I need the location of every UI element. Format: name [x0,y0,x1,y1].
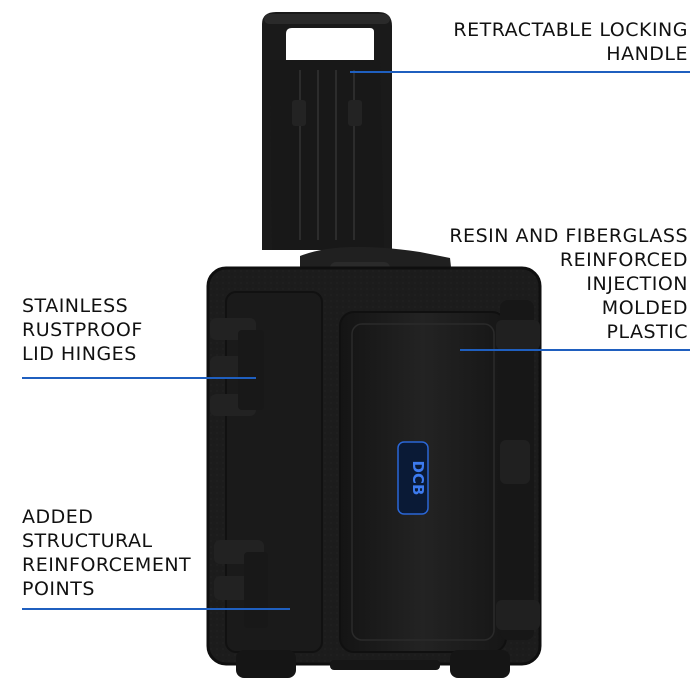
lid-hinges [210,318,264,416]
side-latches [496,320,540,630]
callout-handle-line [350,71,690,73]
callout-reinforcement-line [22,608,290,610]
callout-material-line [460,349,690,351]
callout-material-label: RESIN AND FIBERGLASS REINFORCED INJECTIO… [449,225,688,343]
callout-hinges-line [22,377,256,379]
callout-hinges-label: STAINLESS RUSTPROOF LID HINGES [22,295,143,365]
callout-reinforcement-label: ADDED STRUCTURAL REINFORCEMENT POINTS [22,506,192,600]
retractable-handle [262,12,392,250]
brand-logo-badge: DCB [397,441,429,515]
case-wheels [236,650,510,678]
callout-handle-label: RETRACTABLE LOCKING HANDLE [453,19,688,65]
logo-text: DCB [409,461,427,496]
